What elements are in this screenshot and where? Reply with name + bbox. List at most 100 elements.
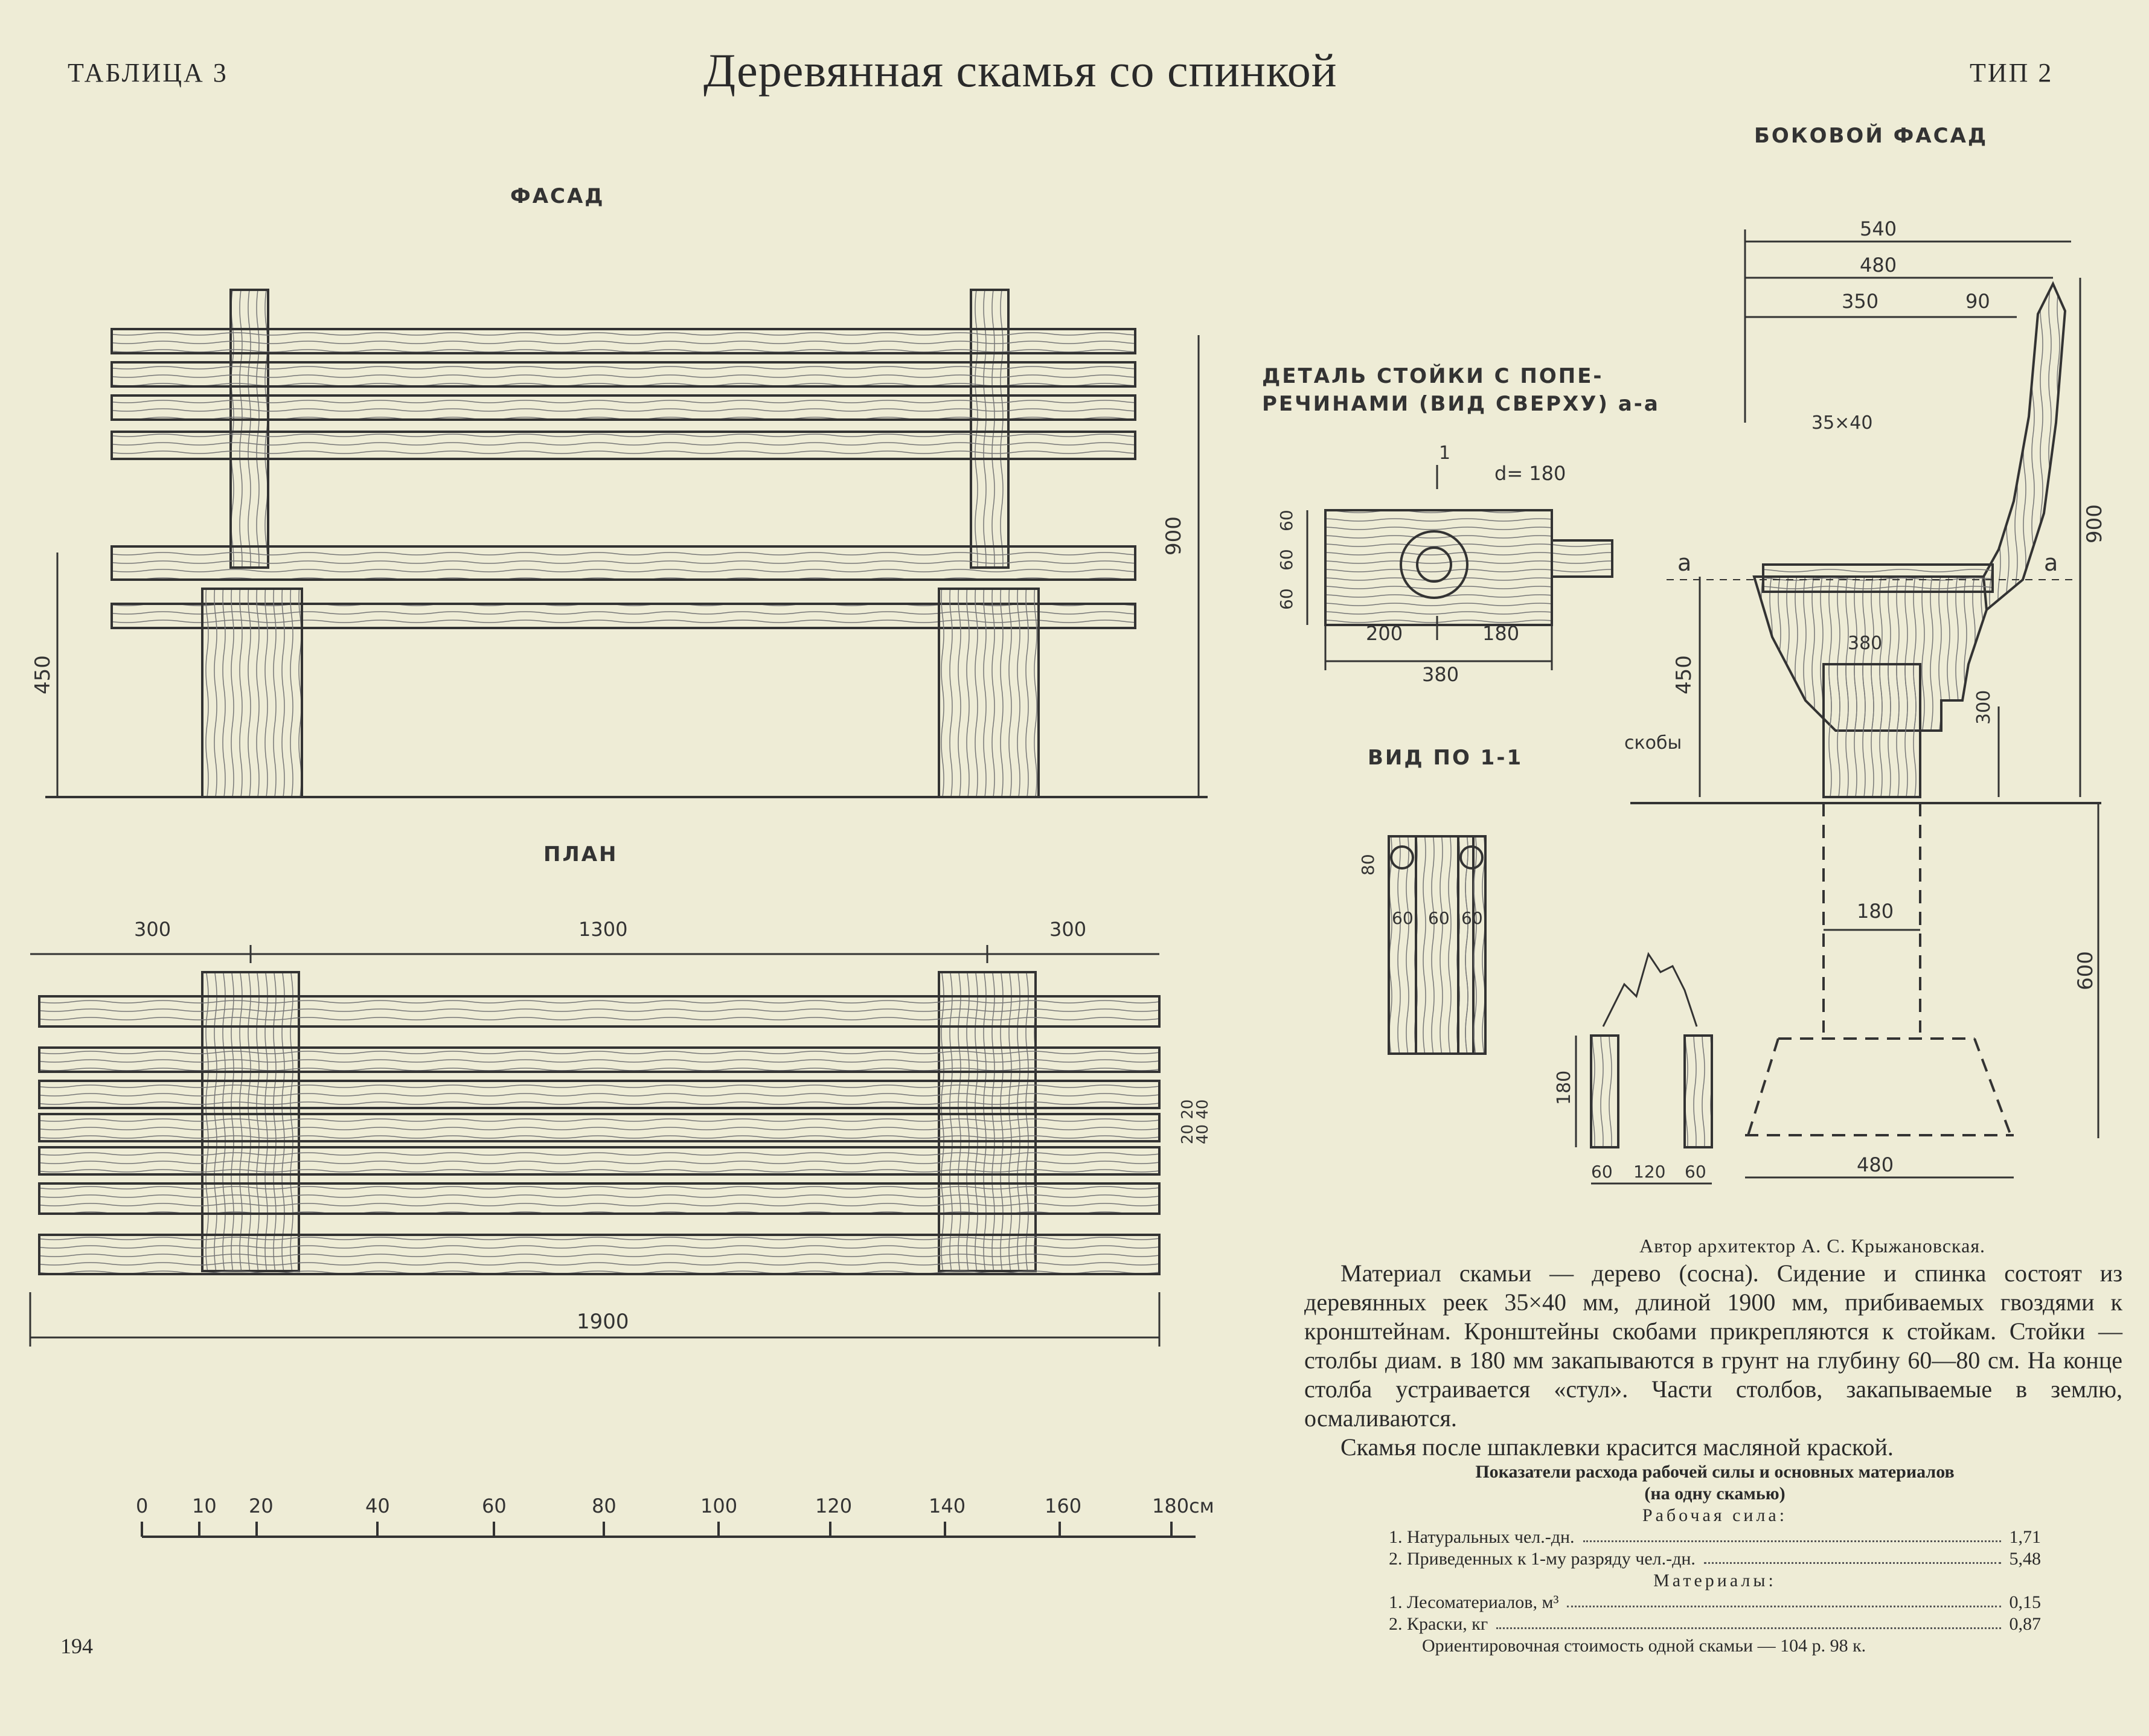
side-dim-900: 900 — [2083, 504, 2107, 543]
table-row: 1. Лесоматериалов, м³ 0,15 — [1389, 1592, 2041, 1613]
row-label: 1. Лесоматериалов, м³ — [1389, 1592, 1559, 1612]
row-label: 2. Приведенных к 1-му разряду чел.-дн. — [1389, 1549, 1696, 1569]
table-row: 2. Приведенных к 1-му разряду чел.-дн. 5,… — [1389, 1548, 2041, 1570]
plan-dim-40: 40 40 — [1194, 1100, 1212, 1144]
plan-dim-20: 20 20 — [1179, 1100, 1197, 1144]
side-facade-drawing — [1575, 229, 2101, 1185]
facade-seat-slat — [110, 545, 1136, 581]
notes-paragraph: Материал скамьи — дерево (сосна). Сидени… — [1304, 1260, 2122, 1432]
plan-dim-1900: 1900 — [577, 1310, 629, 1334]
plan-slat — [38, 1113, 1161, 1142]
side-dim-450: 450 — [1672, 655, 1696, 694]
post-dim-600: 600 — [2074, 951, 2098, 990]
table-subtitle: (на одну скамью) — [1644, 1484, 1785, 1504]
notes: Материал скамьи — дерево (сосна). Сидени… — [1304, 1259, 2122, 1462]
view-dim-80: 80 — [1358, 854, 1378, 876]
plan-dim-1300: 1300 — [578, 918, 627, 941]
view-dim-60: 60 — [1428, 908, 1450, 928]
type-label: ТИП 2 — [1970, 58, 2054, 88]
post-dim-480: 480 — [1857, 1153, 1894, 1176]
plan-slat — [38, 995, 1161, 1028]
view-dim-60: 60 — [1392, 908, 1414, 928]
row-value: 1,71 — [2009, 1527, 2042, 1547]
scale-tick: 40 — [365, 1494, 390, 1517]
notes-paragraph: Скамья после шпаклевки красится масляной… — [1340, 1433, 1894, 1461]
detail-row: 60 — [1276, 549, 1296, 571]
page-title: Деревянная скамья со спинкой — [703, 44, 1337, 97]
table-row: 2. Краски, кг 0,87 — [1389, 1613, 2041, 1635]
detail-marker: 1 — [1439, 443, 1450, 464]
cost-line: Ориентировочная стоимость одной скамьи —… — [1422, 1636, 1866, 1656]
side-section-a-right: a — [2044, 549, 2058, 576]
post-dim-180: 180 — [1857, 900, 1894, 923]
side-brackets-label: скобы — [1624, 732, 1682, 754]
detail-drawing — [1306, 465, 1613, 670]
plan-slat — [38, 1234, 1161, 1275]
row-value: 5,48 — [2009, 1549, 2042, 1569]
detail-dim-200: 200 — [1366, 622, 1403, 645]
detail-dim-d: d= 180 — [1494, 462, 1566, 485]
materials-table: Показатели расхода рабочей силы и основн… — [1389, 1461, 2041, 1657]
scale-bar — [141, 1522, 1196, 1538]
side-dim-90: 90 — [1965, 290, 1990, 313]
side-dim-300: 300 — [1973, 690, 1994, 725]
scale-tick: 160 — [1045, 1494, 1081, 1517]
labor-header: Рабочая сила: — [1642, 1505, 1788, 1525]
side-section-a-left: a — [1677, 549, 1691, 576]
facade-back-slat — [110, 361, 1136, 388]
table-label: ТАБЛИЦА 3 — [68, 58, 228, 88]
side-dim-380: 380 — [1848, 633, 1882, 654]
author-credit: Автор архитектор А. С. Крыжановская. — [1639, 1235, 1986, 1257]
detail-dim-180: 180 — [1482, 622, 1519, 645]
plan-slat — [38, 1182, 1161, 1215]
detail-row: 60 — [1276, 510, 1296, 531]
detail-title: ДЕТАЛЬ СТОЙКИ С ПОПЕ- РЕЧИНАМИ (ВИД СВЕР… — [1262, 364, 1660, 416]
detail-row: 60 — [1276, 588, 1296, 610]
plan-drawing — [29, 945, 1161, 1347]
view-1-1-title: ВИД ПО 1-1 — [1368, 746, 1523, 770]
detail-dim-380: 380 — [1422, 663, 1459, 686]
facade-leg-left — [201, 588, 303, 798]
stool-dim-60: 60 — [1591, 1162, 1613, 1182]
plan-dim-300-right: 300 — [1049, 918, 1086, 941]
side-dim-350: 350 — [1842, 290, 1878, 313]
scale-tick: 140 — [929, 1494, 966, 1517]
facade-title: ФАСАД — [510, 184, 605, 208]
facade-dim-450: 450 — [31, 655, 55, 694]
plan-title: ПЛАН — [543, 842, 618, 866]
scale-tick: 0 — [136, 1494, 148, 1517]
side-dim-540: 540 — [1860, 217, 1897, 240]
facade-back-slat — [110, 328, 1136, 354]
side-facade-title: БОКОВОЙ ФАСАД — [1754, 124, 1988, 148]
facade-dim-900: 900 — [1162, 516, 1186, 556]
materials-header: Материалы: — [1653, 1571, 1776, 1590]
plan-slat — [38, 1080, 1161, 1109]
facade-back-slat — [110, 394, 1136, 421]
plan-dim-300-left: 300 — [134, 918, 171, 941]
table-title: Показатели расхода рабочей силы и основн… — [1475, 1462, 1955, 1482]
stool-dim-60: 60 — [1685, 1162, 1706, 1182]
side-dim-slat: 35×40 — [1811, 412, 1872, 434]
facade-drawing — [45, 289, 1208, 798]
scale-tick: 20 — [249, 1494, 274, 1517]
scale-tick: 100 — [700, 1494, 737, 1517]
view-1-1-drawing — [1388, 835, 1487, 1055]
scale-tick: 10 — [192, 1494, 217, 1517]
row-label: 1. Натуральных чел.-дн. — [1389, 1527, 1575, 1547]
table-row: 1. Натуральных чел.-дн. 1,71 — [1389, 1526, 2041, 1548]
page-number: 194 — [60, 1634, 93, 1658]
scale-tick: 180см — [1152, 1494, 1214, 1517]
scale-tick: 60 — [482, 1494, 507, 1517]
side-dim-480: 480 — [1860, 254, 1897, 277]
plan-slat — [38, 1146, 1161, 1176]
stool-dim-180: 180 — [1554, 1071, 1575, 1105]
scale-tick: 120 — [815, 1494, 852, 1517]
stool-dim-120: 120 — [1633, 1162, 1665, 1182]
plan-slat — [38, 1046, 1161, 1073]
row-value: 0,15 — [2009, 1592, 2042, 1612]
scale-tick: 80 — [592, 1494, 617, 1517]
row-label: 2. Краски, кг — [1389, 1614, 1488, 1634]
facade-back-slat — [110, 431, 1136, 460]
row-value: 0,87 — [2009, 1614, 2042, 1634]
